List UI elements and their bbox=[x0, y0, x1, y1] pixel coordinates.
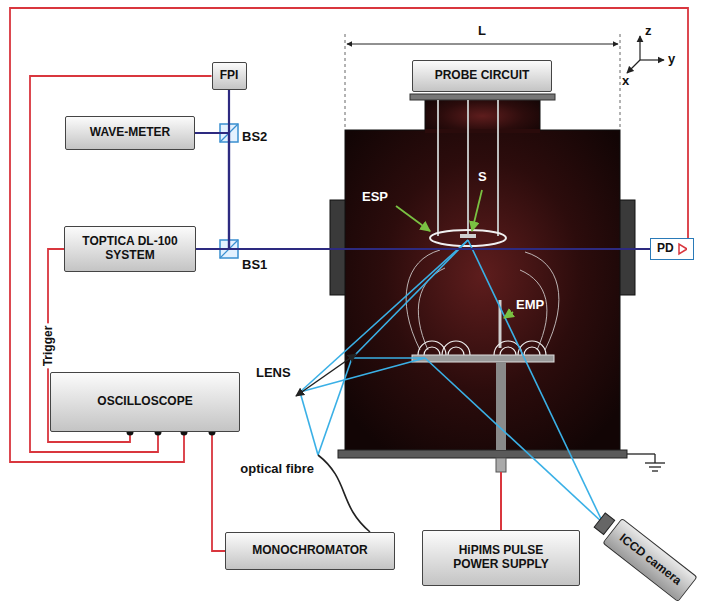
power-supply-box: HiPIMS PULSE POWER SUPPLY bbox=[422, 530, 580, 586]
part-label: EMP bbox=[516, 298, 544, 313]
vacuum-chamber bbox=[330, 94, 635, 458]
ground-symbol bbox=[627, 454, 665, 471]
power-cable bbox=[500, 472, 502, 530]
optical-fibre bbox=[318, 455, 370, 532]
part-label: BS2 bbox=[242, 130, 267, 145]
pointer-arrows bbox=[396, 190, 513, 318]
signal-wire bbox=[10, 8, 688, 462]
part-label: S bbox=[478, 170, 487, 185]
esp-ring bbox=[430, 230, 506, 246]
instrument-box: OSCILLOSCOPE bbox=[50, 372, 240, 432]
axis-label: y bbox=[668, 52, 675, 67]
signal-wire bbox=[212, 432, 225, 551]
node-text: OSCILLOSCOPE bbox=[97, 395, 192, 409]
node-text: WAVE-METER bbox=[90, 126, 170, 140]
laser-beam bbox=[196, 248, 650, 250]
node-text: PROBE CIRCUIT bbox=[435, 69, 530, 83]
laser-beam bbox=[195, 133, 229, 249]
part-label: BS1 bbox=[242, 258, 267, 273]
dimension-label: L bbox=[478, 24, 486, 39]
node-text: TOPTICA DL-100 SYSTEM bbox=[71, 235, 189, 263]
instrument-box: MONOCHROMATOR bbox=[225, 532, 395, 570]
part-label: LENS bbox=[256, 366, 291, 381]
sample-plate bbox=[460, 234, 476, 238]
axes-symbol bbox=[627, 36, 664, 73]
laser-box: TOPTICA DL-100 SYSTEM bbox=[64, 226, 196, 272]
laser-beam bbox=[196, 90, 229, 249]
signal-label: Trigger bbox=[41, 323, 55, 368]
probe-rods bbox=[438, 100, 498, 236]
node-text: MONOCHROMATOR bbox=[252, 544, 368, 558]
node-text: ICCD camera bbox=[616, 532, 683, 589]
node-text: HiPIMS PULSE POWER SUPPLY bbox=[446, 544, 556, 572]
axis-label: z bbox=[645, 24, 652, 39]
node-text: PD bbox=[657, 242, 674, 256]
diode-symbol bbox=[677, 242, 687, 256]
node-text: FPI bbox=[220, 69, 239, 83]
camera-box: ICCD camera bbox=[602, 518, 697, 602]
photodiode-box: PD bbox=[650, 238, 694, 260]
optical-paths bbox=[300, 240, 603, 523]
part-label: optical fibre bbox=[232, 462, 314, 477]
lens-symbol bbox=[296, 354, 356, 396]
instrument-box: PROBE CIRCUIT bbox=[412, 60, 552, 92]
feedthrough bbox=[496, 458, 506, 472]
instrument-box: WAVE-METER bbox=[65, 116, 195, 150]
interferometer-box: FPI bbox=[212, 62, 247, 90]
part-label: ESP bbox=[362, 190, 388, 205]
axis-label: x bbox=[622, 74, 629, 89]
